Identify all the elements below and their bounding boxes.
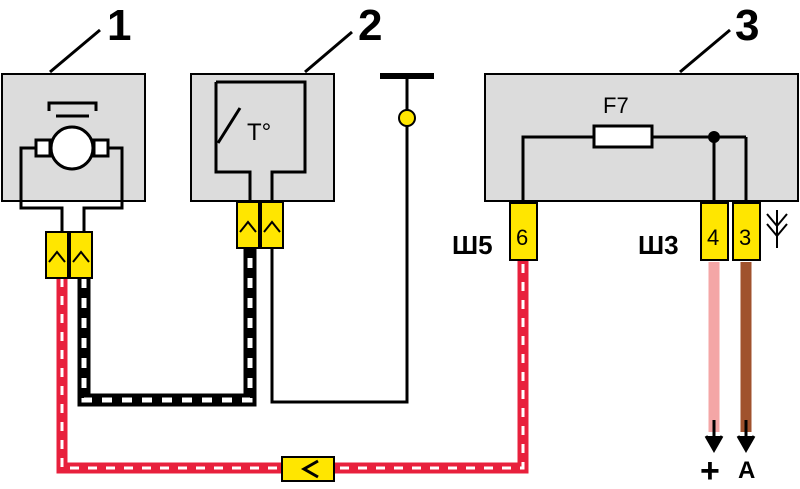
terminal-a-label: A xyxy=(738,457,755,484)
fuse-label: F7 xyxy=(603,93,629,118)
connector-symbol-icon xyxy=(766,210,788,248)
wire-black xyxy=(270,118,409,404)
sh3-pin-4: 4 xyxy=(707,225,719,250)
sh5-label: Ш5 xyxy=(452,230,493,260)
sh5-pin-6: 6 xyxy=(516,225,528,250)
connector-sh3 xyxy=(700,202,761,261)
temperature-switch-icon xyxy=(214,80,307,205)
fuse-f7-icon xyxy=(592,124,654,149)
ground-antenna-icon xyxy=(380,73,434,127)
arrow-down-icon xyxy=(704,420,724,454)
terminal-plus-label: + xyxy=(700,452,720,489)
sensor-icon xyxy=(19,101,124,232)
leader-3 xyxy=(679,28,731,74)
leader-1 xyxy=(49,28,101,74)
wire-black-white xyxy=(77,248,257,407)
arrow-down-icon xyxy=(736,420,756,454)
component-2-connector xyxy=(236,201,284,249)
junction-dot xyxy=(708,131,720,143)
connector-sh5 xyxy=(509,202,538,261)
component-1-connector xyxy=(45,231,93,279)
sh3-label: Ш3 xyxy=(638,230,679,260)
chevron-left-icon xyxy=(281,456,335,482)
component-2-label: 2 xyxy=(358,1,382,50)
component-1-label: 1 xyxy=(107,1,131,50)
sh3-pin-3: 3 xyxy=(739,225,751,250)
component-3-label: 3 xyxy=(735,1,759,50)
leader-2 xyxy=(304,30,353,74)
fuse-block-wiring xyxy=(521,135,748,205)
temperature-symbol: T° xyxy=(247,119,271,146)
wire-red-white xyxy=(56,260,529,474)
